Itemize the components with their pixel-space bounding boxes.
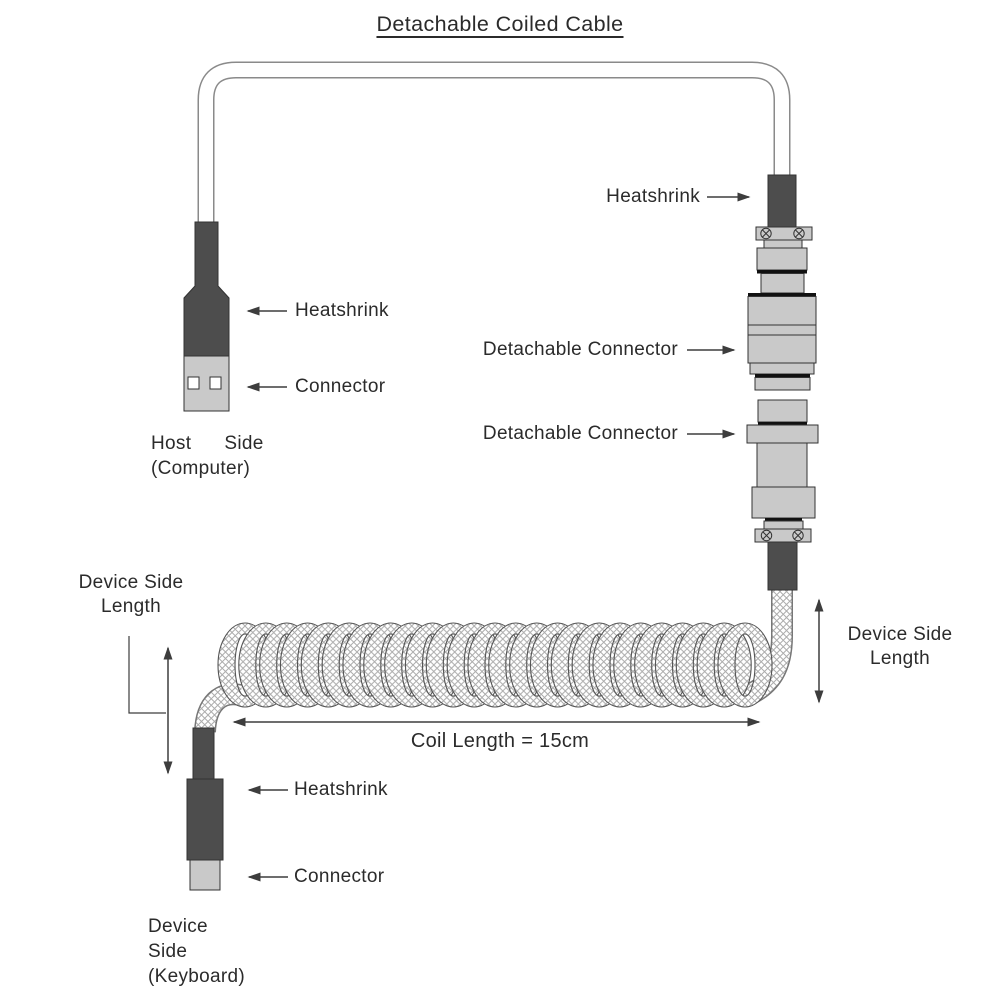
device-side-caption-line2: Side — [148, 941, 188, 962]
screw-icon — [760, 529, 773, 542]
host-heatshrink-shape — [183, 221, 230, 357]
detachable-bottom-heatshrink-shape — [767, 541, 798, 591]
host-side-caption: Host Side (Computer) — [151, 431, 277, 481]
host-usb-connector — [183, 221, 230, 412]
usb-pin-icon — [187, 376, 200, 390]
device-connector-label: Connector — [294, 866, 385, 887]
detachable-heatshrink-label: Heatshrink — [606, 186, 700, 207]
coil-length-label: Coil Length = 15cm — [410, 730, 590, 752]
detachable-connector-female — [747, 293, 817, 391]
screw-icon — [793, 227, 805, 240]
device-heatshrink-neck — [192, 727, 215, 780]
page-title: Detachable Coiled Cable — [376, 12, 624, 36]
host-cable — [197, 61, 791, 224]
host-connector-label: Connector — [295, 376, 386, 397]
detachable-connector-top-label: Detachable Connector — [482, 339, 678, 360]
device-side-length-label-right: Device Side Length — [847, 624, 953, 669]
annotations — [128, 192, 824, 882]
usb-pin-icon — [209, 376, 222, 390]
host-side-caption-line2: (Computer) — [151, 458, 251, 479]
host-heatshrink-label: Heatshrink — [295, 300, 389, 321]
device-heatshrink-shape — [186, 778, 224, 861]
device-side-length-label-left: Device Side Length — [78, 572, 184, 617]
detachable-top-heatshrink-shape — [767, 174, 797, 228]
device-connector-plug — [189, 859, 221, 891]
device-heatshrink-label: Heatshrink — [294, 779, 388, 800]
detachable-connector-bottom-label: Detachable Connector — [482, 423, 678, 444]
host-side-caption-line1: Host Side — [151, 433, 264, 454]
detachable-connector-male — [746, 399, 819, 530]
screw-icon — [760, 227, 772, 240]
coil — [217, 622, 773, 708]
detachable-connector-assembly — [746, 174, 819, 591]
device-side-caption-line1: Device — [148, 916, 208, 937]
screw-icon — [792, 529, 804, 542]
strain-relief-clamp — [755, 226, 813, 241]
device-connector — [186, 727, 224, 891]
strain-relief-clamp — [754, 528, 812, 543]
label-leader-line — [128, 636, 166, 714]
device-side-caption-line3: (Keyboard) — [148, 966, 245, 987]
device-side-caption: Device Side (Keyboard) — [148, 914, 245, 989]
